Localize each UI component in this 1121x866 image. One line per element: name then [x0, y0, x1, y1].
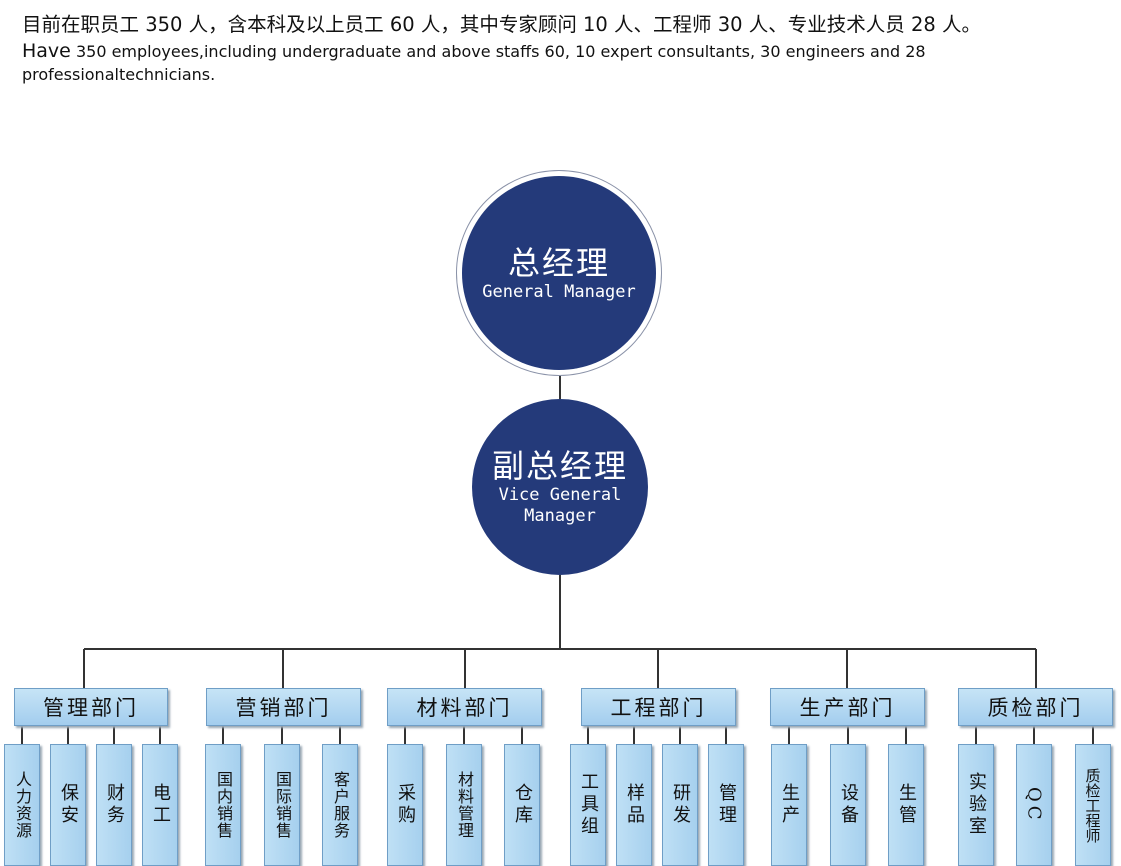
sub-department-box: 国内销售: [205, 744, 241, 866]
general-manager-en: General Manager: [482, 281, 636, 302]
department-box: 材料部门: [387, 688, 542, 726]
vice-general-manager-en1: Vice General: [498, 485, 622, 505]
sub-department-box: 实验室: [958, 744, 994, 866]
department-box: 工程部门: [581, 688, 736, 726]
intro-english-text: 350 employees,including undergraduate an…: [22, 42, 926, 84]
sub-department-box: 客户服务: [322, 744, 358, 866]
sub-department-box: 人力资源: [4, 744, 40, 866]
sub-department-box: 仓库: [504, 744, 540, 866]
department-box: 质检部门: [958, 688, 1113, 726]
sub-department-box: 管理: [708, 744, 744, 866]
sub-department-box: 国际销售: [264, 744, 300, 866]
sub-department-box: 研发: [662, 744, 698, 866]
sub-department-box: 保安: [50, 744, 86, 866]
sub-department-box: 财务: [96, 744, 132, 866]
department-box: 管理部门: [14, 688, 168, 726]
sub-department-box: 生管: [888, 744, 924, 866]
intro-english: Have 350 employees,including undergradua…: [22, 40, 1022, 86]
intro-english-lead: Have: [22, 40, 71, 62]
sub-department-box: 采购: [387, 744, 423, 866]
department-box: 营销部门: [206, 688, 361, 726]
sub-department-box: 质检工程师: [1075, 744, 1111, 866]
sub-department-box: 设备: [830, 744, 866, 866]
vice-general-manager-node: 副总经理 Vice General Manager: [472, 399, 648, 575]
sub-department-box: 电工: [142, 744, 178, 866]
vice-general-manager-en2: Manager: [524, 506, 596, 526]
sub-department-box: 生产: [771, 744, 807, 866]
sub-department-box: 材料管理: [446, 744, 482, 866]
sub-department-box: QC: [1016, 744, 1052, 866]
general-manager-node: 总经理 General Manager: [462, 176, 656, 370]
vice-general-manager-cn: 副总经理: [491, 447, 628, 485]
intro-chinese: 目前在职员工 350 人，含本科及以上员工 60 人，其中专家顾问 10 人、工…: [22, 13, 981, 36]
general-manager-cn: 总经理: [507, 243, 610, 282]
department-box: 生产部门: [770, 688, 925, 726]
sub-department-box: 样品: [616, 744, 652, 866]
sub-department-box: 工具组: [570, 744, 606, 866]
